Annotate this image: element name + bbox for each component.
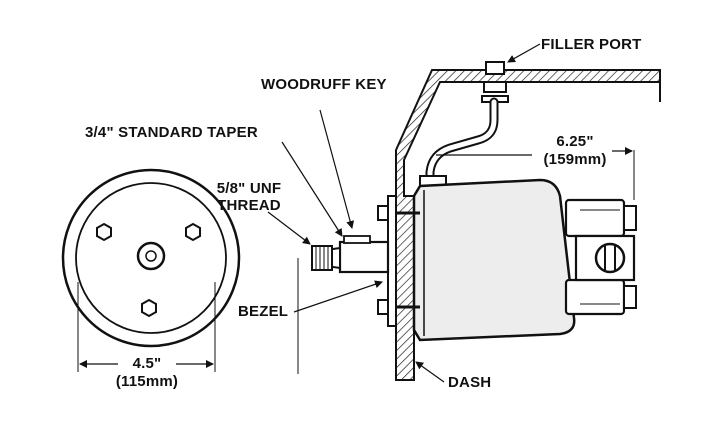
bolt-hex-left xyxy=(96,222,112,242)
bezel-plate xyxy=(387,195,397,327)
leader-bezel xyxy=(293,280,383,313)
filler-port-fitting xyxy=(481,61,509,103)
front-view xyxy=(61,168,241,372)
shaft xyxy=(311,235,390,274)
side-view xyxy=(267,43,661,383)
pump-body xyxy=(412,178,576,342)
bolt-hex-right xyxy=(185,222,201,242)
label-dash: DASH xyxy=(448,374,492,391)
rear-cylinder xyxy=(564,198,637,316)
label-diameter-in: 4.5" xyxy=(132,355,162,372)
leader-woodruff-key xyxy=(319,109,355,229)
label-diameter-mm: (115mm) xyxy=(115,373,179,390)
bolt-hex-bottom xyxy=(141,298,157,318)
label-length-mm: (159mm) xyxy=(543,151,607,168)
leader-filler-port xyxy=(507,43,541,63)
leader-taper xyxy=(281,141,343,237)
hose-port xyxy=(594,242,626,274)
leader-dash xyxy=(415,361,445,383)
label-unf-thread-line2: THREAD xyxy=(217,197,281,214)
shaft-center-inner xyxy=(145,250,157,262)
label-length-in: 6.25" xyxy=(556,133,594,150)
dash-panel xyxy=(395,69,661,381)
label-unf-thread-line1: 5/8" UNF xyxy=(216,180,282,197)
label-standard-taper: 3/4" STANDARD TAPER xyxy=(85,124,258,141)
leader-thread xyxy=(267,211,311,245)
label-filler-port: FILLER PORT xyxy=(541,36,642,53)
label-bezel: BEZEL xyxy=(238,303,289,320)
label-woodruff-key: WOODRUFF KEY xyxy=(261,76,387,93)
